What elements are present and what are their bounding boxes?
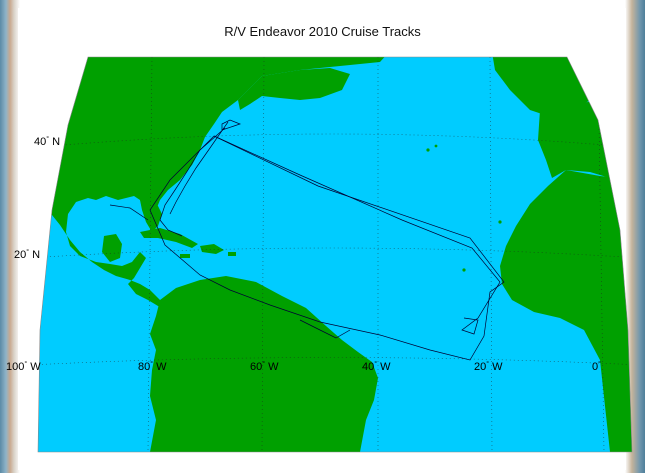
land-florida <box>140 198 162 232</box>
lat-label-20n: 20° N <box>14 248 40 261</box>
cruise-track-5 <box>221 119 242 131</box>
lon-label-100w: 100° W <box>6 360 41 373</box>
cruise-track-3 <box>159 127 226 237</box>
cruise-track-1 <box>149 135 505 361</box>
lon-label-80w: 80° W <box>138 360 167 373</box>
land-puerto-rico <box>228 252 236 256</box>
land-canaries <box>498 220 502 224</box>
map-title: R/V Endeavor 2010 Cruise Tracks <box>224 24 421 39</box>
cruise-track-6 <box>299 319 351 339</box>
land-south-america <box>150 276 378 452</box>
land-europe <box>538 100 632 180</box>
lon-label-20w: 20° W <box>474 360 503 373</box>
graticule <box>38 57 632 452</box>
land-azores-2 <box>434 144 438 148</box>
land-hispaniola <box>200 244 224 254</box>
cruise-track-2 <box>213 135 501 335</box>
lat-label-40n: 40° N <box>34 135 60 148</box>
land-cape-verde <box>462 268 466 272</box>
cruise-track-7 <box>109 204 149 221</box>
cruise-tracks <box>109 119 505 361</box>
land-greenland <box>490 57 590 120</box>
land-north-america <box>38 57 400 312</box>
cruise-track-4 <box>169 121 229 215</box>
lon-label-40w: 40° W <box>362 360 391 373</box>
land-canada-maritimes <box>238 68 350 110</box>
land-africa <box>500 170 632 452</box>
land-jamaica <box>180 254 190 258</box>
map-boundary <box>37 56 633 453</box>
lon-label-60w: 60° W <box>250 360 279 373</box>
land-cuba <box>140 228 198 248</box>
land-yucatan <box>102 234 122 262</box>
lon-label-0: 0° <box>592 360 601 373</box>
land-azores <box>426 148 430 152</box>
